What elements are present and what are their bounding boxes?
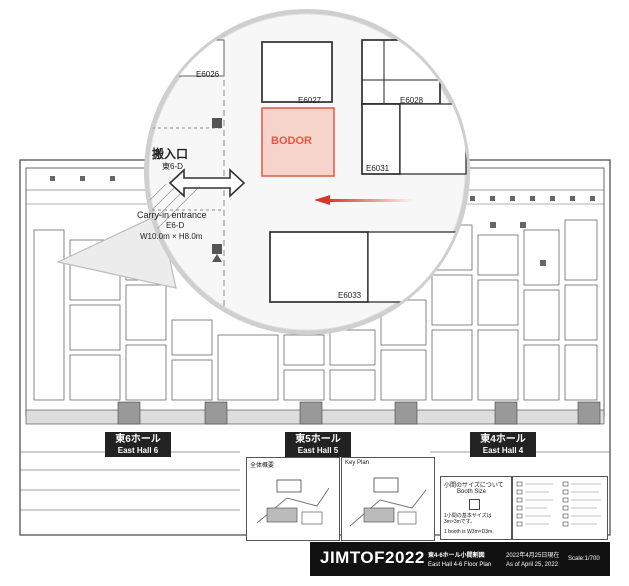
bodor-booth [261, 107, 335, 177]
hall-4-en: East Hall 4 [482, 445, 524, 455]
plan-title-jp: 東4-6ホール小間割図 [428, 553, 485, 559]
date-en: As of April 25, 2022 [506, 562, 559, 568]
scale-label: Scale:1/700 [568, 556, 600, 562]
date-jp: 2022年4月25日現在 [506, 553, 560, 559]
booth-size-en: Booth Size [457, 489, 487, 495]
overall-map-icon [256, 479, 330, 525]
booth-code-e6031: E6031 [366, 164, 390, 173]
top-stall-markers [50, 176, 595, 266]
hall-label-6: 東6ホール East Hall 6 [105, 432, 171, 457]
entrance-size: W10.0m × H8.0m [140, 232, 203, 241]
entrance-jp-label: 搬入口 [152, 147, 189, 161]
booth-code-e6026: E6026 [196, 70, 220, 79]
key-plan-title: Key Plan [345, 460, 370, 466]
booth-basic-jp: 1小間の基本サイズは 3m×3mです。 [444, 513, 492, 525]
title-bar: JIMTOF2022 東4-6ホール小間割図 East Hall 4-6 Flo… [310, 542, 610, 576]
direction-arrow-head [314, 195, 330, 205]
hall-6-en: East Hall 6 [117, 445, 159, 455]
booth-name-bodor[interactable]: BODOR [271, 135, 312, 147]
entrance-double-arrow [168, 168, 246, 198]
hall-4-jp: 東4ホール [480, 434, 526, 445]
overall-map-box: 全体概要 [246, 457, 340, 541]
entrance-band [25, 401, 605, 425]
booth-code-e6028: E6028 [400, 96, 424, 105]
symbol-legend-box [512, 476, 608, 540]
key-plan-box: Key Plan [341, 457, 435, 541]
plan-title-en: East Hall 4-6 Floor Plan [428, 562, 492, 568]
hall-label-4: 東4ホール East Hall 4 [470, 432, 536, 457]
booth-size-box: 小間のサイズについて Booth Size 1小間の基本サイズは 3m×3mです… [440, 476, 512, 540]
brand-logo: JIMTOF2022 [320, 548, 425, 567]
booth-code-e6027: E6027 [298, 96, 322, 105]
booth-size-swatch [469, 499, 480, 510]
hall-5-en: East Hall 5 [297, 445, 339, 455]
booth-size-jp: 小間のサイズについて [444, 483, 504, 489]
entrance-code: E6-D [166, 221, 185, 230]
hall-5-jp: 東5ホール [295, 434, 341, 445]
symbol-legend-icons [516, 481, 601, 527]
entrance-en-label: Carry-in entrance [137, 210, 207, 220]
booth-grid [33, 219, 598, 401]
booth-code-e6033: E6033 [338, 291, 362, 300]
direction-arrow-shaft [328, 199, 414, 202]
hall-label-5: 東5ホール East Hall 5 [285, 432, 351, 457]
entrance-jp-code: 東6-D [162, 162, 183, 171]
key-plan-icon [349, 477, 427, 527]
hall-6-jp: 東6ホール [115, 434, 161, 445]
overall-map-title: 全体概要 [250, 463, 275, 469]
booth-basic-en: 1 booth is W3m×D3m. [444, 529, 494, 535]
